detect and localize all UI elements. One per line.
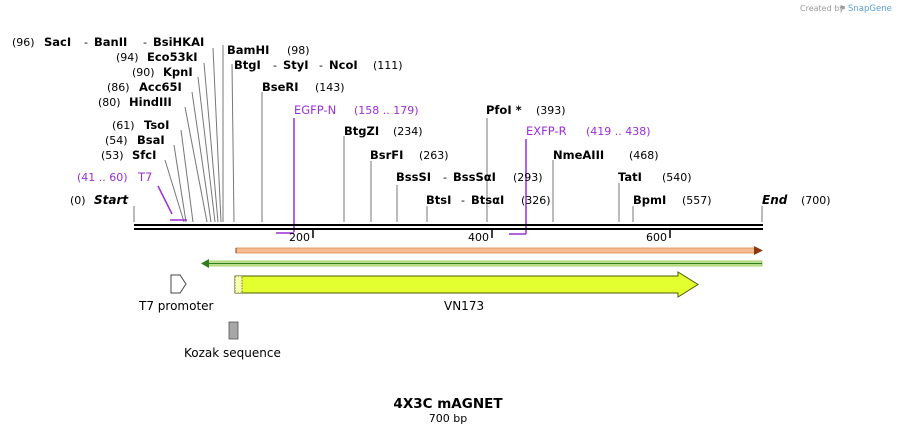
enzyme-label-bsrfi: BsrFI (263): [370, 144, 449, 163]
enzyme-label-bamhi: BamHI (98): [227, 39, 310, 58]
end-end-label: End (700): [762, 189, 831, 208]
ruler-label-200: 200: [289, 231, 310, 244]
enzyme-label-pfoi: PfoI * (393): [486, 99, 566, 118]
enzyme-label-bseri: BseRI (143): [262, 76, 345, 95]
primer-label-egfp-n: EGFP-N (158 .. 179): [294, 99, 419, 118]
enzyme-label-acc65i: (86) Acc65I: [107, 76, 182, 95]
enzyme-label-eco53ki: (94) Eco53kI: [116, 46, 198, 65]
ruler-label-600: 600: [646, 231, 667, 244]
label-connectors: [133, 45, 763, 223]
credit-brand: SnapGene: [848, 4, 892, 14]
ruler-label-400: 400: [468, 231, 489, 244]
primer-label-t7: (41 .. 60) T7: [77, 166, 152, 185]
dna-backbone: [134, 224, 763, 230]
map-subtitle: 700 bp: [429, 412, 467, 425]
kozak-box: [228, 321, 239, 340]
primer-label-exfp-r: EXFP-R (419 .. 438): [526, 120, 651, 139]
primer-markers: [157, 118, 527, 235]
start-end-label: (0) Start: [70, 189, 129, 208]
snapgene-logo-icon: ⚑: [839, 4, 846, 13]
enzyme-label-kpni: (90) KpnI: [132, 61, 193, 80]
orf-forward: [235, 246, 763, 255]
credit-prefix: Created by: [800, 4, 844, 13]
feature-label-vn173: VN173: [444, 299, 484, 313]
enzyme-label-bsai: (54) BsaI: [105, 129, 165, 148]
t7-promoter-arrow: [170, 274, 187, 294]
enzyme-label-sfci: (53) SfcI: [101, 144, 156, 163]
enzyme-label-bpmi: BpmI (557): [633, 189, 712, 208]
enzyme-label-bsssi: BssSI - BssSαI (293): [396, 166, 543, 185]
enzyme-label-btgzi: BtgZI (234): [344, 120, 423, 139]
enzyme-label-tsoi: (61) TsoI: [112, 114, 169, 133]
feature-label-t7-promoter: T7 promoter: [138, 299, 214, 313]
enzyme-labels: (96) SacI - BanII - BsiHKAI (94) Eco53kI…: [12, 31, 712, 208]
enzyme-label-tati: TatI (540): [618, 166, 692, 185]
orf-reverse: [201, 259, 763, 268]
ruler: 200 400 600: [289, 230, 671, 244]
enzyme-label-btgi: BtgI - StyI - NcoI (111): [234, 54, 403, 73]
enzyme-label-saci: (96) SacI - BanII - BsiHKAI: [12, 31, 204, 50]
enzyme-label-nmeaiii: NmeAIII (468): [553, 144, 659, 163]
map-title: 4X3C mAGNET: [393, 396, 503, 412]
enzyme-label-hindiii: (80) HindIII: [98, 91, 172, 110]
feature-label-kozak: Kozak sequence: [184, 346, 281, 360]
primer-labels: (41 .. 60) T7 EGFP-N (158 .. 179) EXFP-R…: [77, 99, 651, 185]
vn173-arrow: [234, 271, 699, 298]
enzyme-label-btsi: BtsI - BtsαI (326): [426, 189, 551, 208]
